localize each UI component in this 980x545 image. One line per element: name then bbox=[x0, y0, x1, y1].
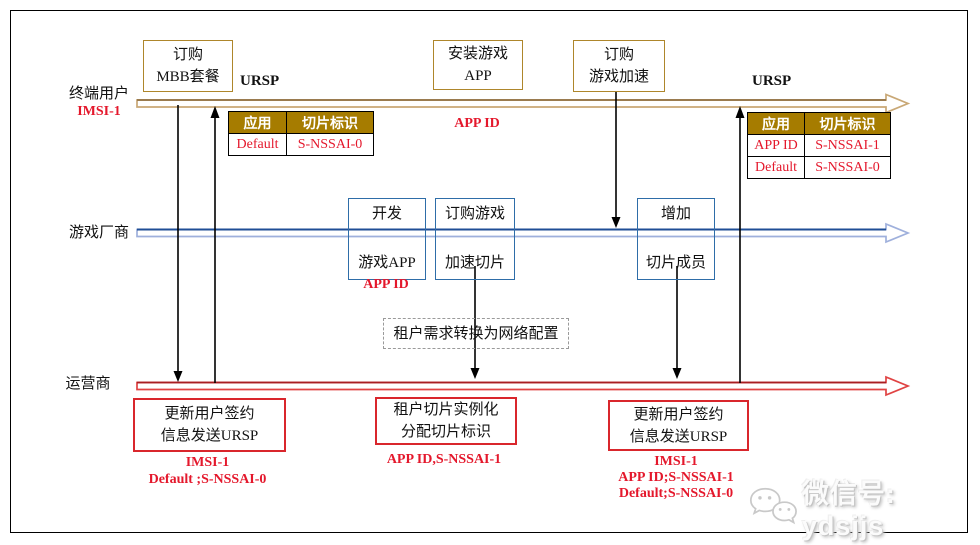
update-ursp-left-line1: 更新用户签约 bbox=[164, 406, 255, 422]
add-member-line1: 增加 bbox=[660, 206, 691, 222]
cell-app: Default bbox=[228, 133, 287, 156]
table-row: Default S-NSSAI-0 bbox=[747, 156, 891, 179]
install-app-line2: APP bbox=[464, 68, 492, 84]
add-member-line2: 切片成员 bbox=[645, 255, 706, 271]
subscribe-boost-line1: 订购 bbox=[603, 47, 634, 63]
arrowhead-down-member bbox=[672, 368, 682, 379]
arrowhead-up-left bbox=[210, 106, 220, 118]
lane-label-user: 终端用户 IMSI-1 bbox=[59, 85, 139, 121]
slice-instantiate-line2: 分配切片标识 bbox=[400, 424, 491, 440]
app-id-label-vendor: APP ID bbox=[363, 277, 409, 292]
detail-mid: APP ID,S-NSSAI-1 bbox=[386, 452, 502, 467]
detail-right-default: Default;S-NSSAI-0 bbox=[618, 486, 734, 501]
event-box-install-app: 安装游戏 APP bbox=[433, 40, 523, 90]
event-box-develop-app: 开发 游戏APP bbox=[348, 198, 426, 280]
update-ursp-right-line1: 更新用户签约 bbox=[633, 406, 724, 423]
ursp-label-left: URSP bbox=[240, 73, 280, 89]
operator-timeline-arrow bbox=[136, 375, 911, 397]
subscribe-slice-line1: 订购游戏 bbox=[444, 206, 505, 222]
user-lane-title: 终端用户 bbox=[68, 86, 129, 102]
col-header-app: 应用 bbox=[228, 111, 287, 134]
event-box-subscribe-slice: 订购游戏 加速切片 bbox=[435, 198, 515, 280]
detail-left-imsi: IMSI-1 bbox=[185, 455, 230, 470]
watermark: 微信号: ydsjjs bbox=[746, 472, 980, 542]
event-box-update-ursp-right: 更新用户签约 信息发送URSP bbox=[608, 400, 749, 451]
col-header-slice-id: 切片标识 bbox=[286, 111, 374, 134]
event-box-subscribe-mbb: 订购 MBB套餐 bbox=[143, 40, 233, 92]
event-box-update-ursp-left: 更新用户签约 信息发送URSP bbox=[133, 398, 286, 452]
subscribe-mbb-line2: MBB套餐 bbox=[156, 69, 220, 85]
subscribe-slice-line2: 加速切片 bbox=[444, 255, 505, 271]
arrowhead-up-right bbox=[735, 106, 745, 118]
event-box-subscribe-boost: 订购 游戏加速 bbox=[573, 40, 665, 92]
table-row: APP ID S-NSSAI-1 bbox=[747, 134, 891, 157]
detail-right: IMSI-1 APP ID;S-NSSAI-1 Default;S-NSSAI-… bbox=[596, 454, 756, 502]
subscribe-boost-line2: 游戏加速 bbox=[588, 69, 649, 85]
cell-slice: S-NSSAI-1 bbox=[804, 134, 891, 157]
note-tenant-config: 租户需求转换为网络配置 bbox=[383, 318, 569, 349]
detail-right-appid: APP ID;S-NSSAI-1 bbox=[618, 470, 734, 485]
lane-label-vendor: 游戏厂商 bbox=[68, 225, 129, 241]
ursp-table-right: 应用 切片标识 APP ID S-NSSAI-1 Default S-NSSAI… bbox=[747, 112, 891, 179]
detail-left-default: Default ;S-NSSAI-0 bbox=[148, 472, 267, 487]
cell-slice: S-NSSAI-0 bbox=[286, 133, 374, 156]
diagram-border-frame bbox=[10, 10, 968, 533]
cell-app: APP ID bbox=[747, 134, 805, 157]
table-row: Default S-NSSAI-0 bbox=[228, 133, 374, 156]
develop-line1: 开发 bbox=[371, 206, 402, 222]
update-ursp-left-line2: 信息发送URSP bbox=[160, 428, 259, 444]
cell-app: Default bbox=[747, 156, 805, 179]
arrowhead-down-left bbox=[173, 371, 183, 382]
ursp-label-right: URSP bbox=[752, 73, 792, 89]
cell-slice: S-NSSAI-0 bbox=[804, 156, 891, 179]
update-ursp-right-line2: 信息发送URSP bbox=[629, 428, 728, 445]
lane-label-operator: 运营商 bbox=[65, 376, 111, 392]
subscribe-mbb-line1: 订购 bbox=[172, 47, 203, 63]
event-box-add-member: 增加 切片成员 bbox=[637, 198, 715, 280]
table-header-row: 应用 切片标识 bbox=[747, 112, 891, 135]
install-app-line1: 安装游戏 bbox=[447, 46, 508, 62]
table-header-row: 应用 切片标识 bbox=[228, 111, 374, 134]
arrowhead-down-mid bbox=[470, 368, 480, 379]
user-imsi-label: IMSI-1 bbox=[77, 104, 121, 119]
watermark-text: 微信号: ydsjjs bbox=[801, 479, 896, 541]
ursp-table-left: 应用 切片标识 Default S-NSSAI-0 bbox=[228, 111, 374, 156]
col-header-slice-id: 切片标识 bbox=[804, 112, 891, 135]
app-id-label-top: APP ID bbox=[454, 116, 500, 131]
message-lines bbox=[177, 91, 741, 383]
detail-right-imsi: IMSI-1 bbox=[654, 454, 698, 469]
wechat-icon bbox=[749, 487, 797, 525]
slice-instantiate-line1: 租户切片实例化 bbox=[393, 402, 499, 418]
user-timeline-arrow bbox=[136, 93, 911, 114]
vendor-timeline-arrow bbox=[136, 222, 911, 244]
detail-left: IMSI-1 Default ;S-NSSAI-0 bbox=[120, 454, 295, 488]
develop-line2: 游戏APP bbox=[358, 255, 416, 271]
event-box-slice-instantiate: 租户切片实例化 分配切片标识 bbox=[375, 397, 517, 445]
message-arrowheads bbox=[173, 106, 745, 382]
col-header-app: 应用 bbox=[747, 112, 805, 135]
arrowhead-down-vendor bbox=[611, 217, 621, 228]
